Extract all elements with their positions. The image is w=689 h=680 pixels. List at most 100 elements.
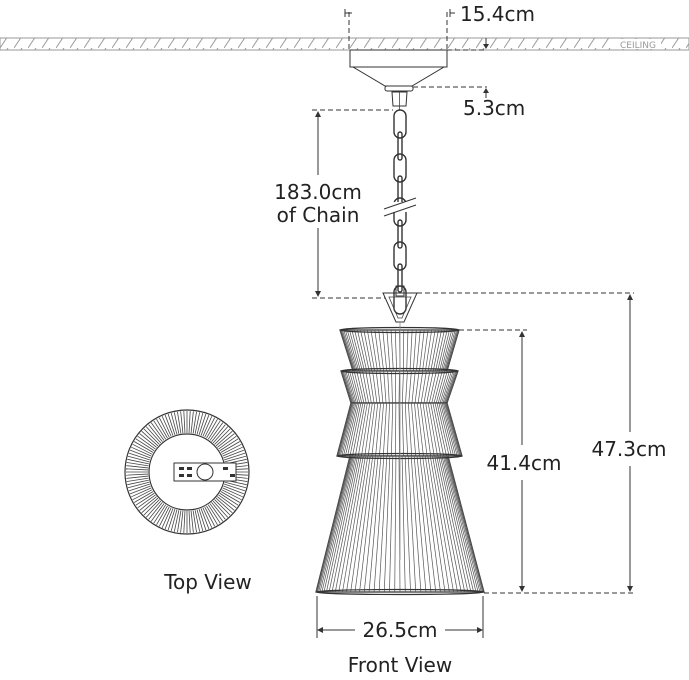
shade-rib (427, 329, 436, 372)
shade-rib (419, 455, 437, 593)
top-view-rib (192, 411, 197, 434)
shade-rib (346, 455, 369, 593)
top-view-rib (148, 502, 163, 520)
top-view-rib (177, 411, 182, 434)
top-view-rib (194, 412, 201, 434)
shade-rib (349, 370, 359, 404)
shade-rib (365, 370, 372, 404)
shade-rib (427, 455, 450, 593)
shade-rib (351, 370, 361, 404)
shade-rib (436, 455, 466, 593)
shade-rib (440, 329, 453, 372)
top-view-rib (188, 411, 191, 434)
shade-rib (443, 402, 458, 457)
shade-rib (354, 402, 366, 457)
shade-rib (445, 370, 458, 404)
top-view-rib (153, 420, 167, 440)
shade-rib (424, 455, 446, 593)
shade-rib (414, 402, 420, 457)
top-view-rib (190, 510, 194, 533)
shade-rib (428, 370, 437, 404)
top-view-rib (224, 455, 247, 463)
chain-length-label: 183.0cm (274, 180, 362, 204)
shade-rib (398, 402, 400, 457)
top-view-rib (128, 483, 151, 492)
top-view-rib (219, 438, 239, 452)
shade-rib (323, 455, 356, 593)
top-view-rib (132, 443, 153, 455)
shade-rib (382, 402, 387, 457)
shade-rib (432, 402, 445, 457)
top-view-rib (170, 412, 178, 435)
chain-link (397, 131, 403, 161)
shade-rib (351, 329, 363, 372)
shade-rib (438, 402, 452, 457)
top-view-rib (215, 430, 233, 447)
shade-rib (357, 402, 368, 457)
shade-rib (390, 329, 394, 372)
shade-rib (435, 329, 445, 372)
shade-rib (407, 455, 417, 593)
chain-link (393, 109, 407, 139)
top-view-rib (219, 492, 239, 506)
chain-length-sublabel: of Chain (277, 203, 360, 227)
shade-rib (445, 402, 462, 457)
shade-rib (378, 329, 384, 372)
shade-rib (443, 370, 455, 404)
shade-rib (338, 402, 353, 457)
shade-rib (434, 455, 462, 593)
top-view-rib (143, 428, 160, 445)
top-view-rib (156, 418, 168, 439)
shade-rib (444, 329, 457, 372)
top-view-rib (180, 510, 184, 533)
shade-rib (401, 402, 404, 457)
top-view-rib (150, 503, 165, 522)
shade-rib (341, 329, 355, 372)
shade-ring (340, 367, 459, 375)
shade-rib (438, 455, 469, 593)
top-view-rib (173, 510, 180, 532)
top-view-rib (139, 433, 157, 448)
ceiling: CEILING (0, 37, 689, 51)
shade-rib (343, 402, 357, 457)
shade-rib (425, 402, 435, 457)
shade-rib (437, 329, 448, 372)
top-view-rib (127, 479, 149, 486)
top-view-rib (139, 496, 157, 511)
shade-rib (408, 370, 412, 404)
overall-height-label: 47.3cm (591, 437, 666, 461)
shade-rib (316, 455, 351, 593)
top-view-rib (218, 494, 237, 509)
shade-rib (442, 370, 454, 404)
shade-rib (340, 329, 354, 372)
top-view-rib (204, 506, 216, 527)
shade-rib (446, 455, 482, 593)
top-view-rib (217, 496, 235, 511)
shade-rib (406, 329, 409, 372)
top-view-rib (212, 500, 229, 518)
shade-rib (446, 329, 459, 372)
shade-rib (354, 455, 374, 593)
top-view-rib (143, 499, 160, 516)
shade-rib (443, 329, 456, 372)
shade-rib (422, 402, 432, 457)
top-view-center-hub (196, 463, 214, 481)
shade-rib (442, 329, 454, 372)
shade-rib (319, 455, 353, 593)
shade-rib (349, 402, 362, 457)
shade-rib (341, 370, 352, 404)
shade-rib (361, 402, 371, 457)
top-view-rib (200, 508, 210, 530)
shade-rib (437, 370, 448, 404)
shade-rib (368, 370, 375, 404)
top-view-rib (129, 485, 151, 495)
top-view-screw-slot (230, 474, 235, 477)
shade-rib (371, 402, 379, 457)
top-view-rib (164, 508, 174, 530)
top-view-rib (173, 412, 180, 434)
top-view-rib (200, 414, 210, 436)
top-view-rib (132, 489, 153, 501)
top-view-screw-slot (179, 467, 184, 470)
shade-rib (383, 370, 387, 404)
shade-rib (446, 370, 459, 404)
